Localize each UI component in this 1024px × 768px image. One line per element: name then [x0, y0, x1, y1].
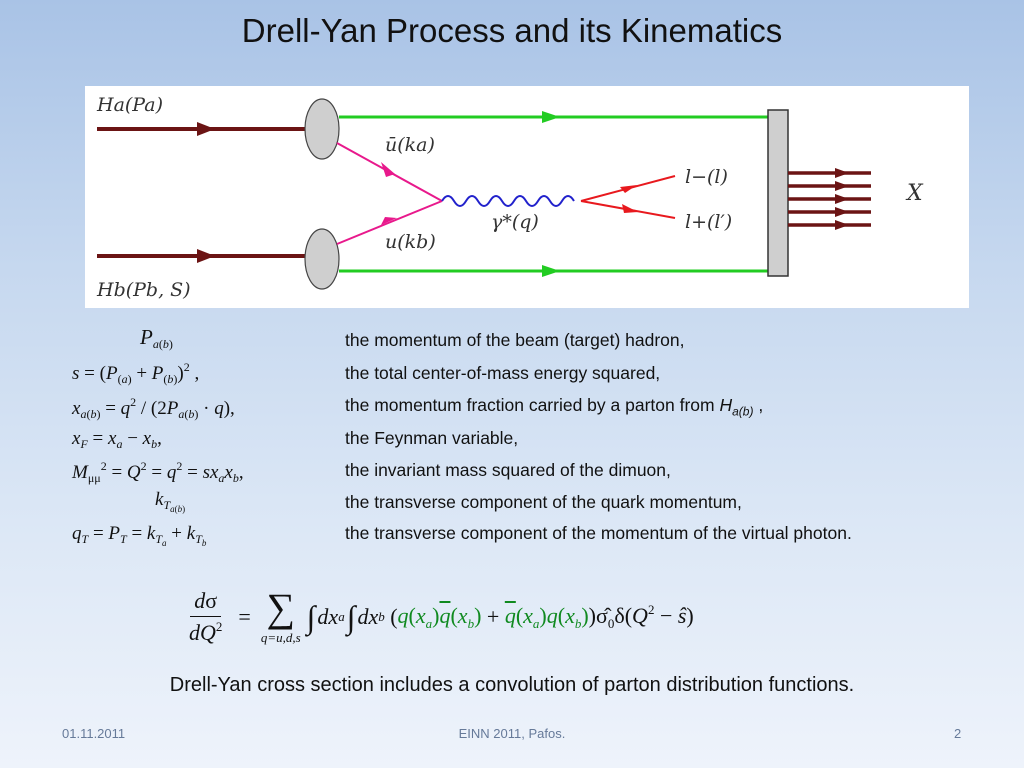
antiquark-label: ū(ka)	[385, 134, 435, 156]
dsigma-fraction: dσ dQ2	[189, 588, 223, 645]
desc-x: the momentum fraction carried by a parto…	[345, 395, 764, 419]
desc-s: the total center-of-mass energy squared,	[345, 363, 661, 383]
spectator-a-line	[339, 111, 768, 123]
desc-xf: the Feynman variable,	[345, 428, 519, 448]
pdf-term-2: q(xa)q(xb)	[504, 602, 589, 631]
formula-x: xa(b) = q2 / (2Pa(b) · q),	[72, 395, 235, 421]
desc-mass: the invariant mass squared of the dimuon…	[345, 460, 671, 480]
formula-mass: Mμμ2 = Q2 = q2 = sxaxb,	[72, 459, 244, 485]
desc-x-text: the momentum fraction carried by a parto…	[345, 395, 720, 415]
formula-xf: xF = xa − xb,	[72, 428, 162, 451]
hadron-b-label: Hb(Pb, S)	[96, 279, 191, 301]
footer-page-number: 2	[954, 726, 962, 741]
spectator-b-line	[339, 265, 768, 277]
sum-symbol: ∑ q=u,d,s	[260, 585, 301, 646]
formula-qt: qT = PT = kTa + kTb	[72, 523, 207, 548]
hadron-b-blob	[304, 228, 340, 290]
lepton-minus-line	[580, 175, 676, 202]
formula-momentum: Pa(b)	[140, 325, 173, 351]
feynman-diagram: Ha(Pa) Hb(Pb, S) ū(ka) u(kb) γ*(q) l−(l)…	[85, 86, 969, 308]
photon-label: γ*(q)	[491, 211, 539, 233]
quark-line	[336, 200, 443, 245]
footer-event: EINN 2011, Pafos.	[458, 726, 566, 741]
pdf-term-1: q(xa)q(xb)	[397, 602, 482, 631]
final-state-box	[767, 109, 789, 277]
antiquark-line	[336, 142, 443, 202]
desc-kt: the transverse component of the quark mo…	[345, 492, 742, 512]
hadron-b-line	[97, 249, 307, 263]
lepton-plus-label: l+(l′)	[685, 211, 732, 233]
lepton-plus-line	[580, 200, 676, 219]
hadron-a-label: Ha(Pa)	[96, 94, 163, 116]
desc-momentum: the momentum of the beam (target) hadron…	[345, 330, 685, 350]
photon-line	[441, 195, 575, 207]
cross-section-caption: Drell-Yan cross section includes a convo…	[169, 674, 855, 696]
footer-date: 01.11.2011	[62, 726, 126, 741]
slide-title: Drell-Yan Process and its Kinematics	[241, 12, 783, 49]
desc-qt: the transverse component of the momentum…	[345, 523, 852, 543]
remnant-lines	[788, 171, 871, 227]
formula-s: s = (P(a) + P(b))2 ,	[72, 360, 200, 386]
hadron-a-blob	[304, 98, 340, 160]
quark-label: u(kb)	[385, 231, 436, 253]
formula-kt: kTa(b)	[155, 489, 186, 514]
lepton-minus-label: l−(l)	[685, 166, 728, 188]
hadron-a-line	[97, 122, 307, 136]
desc-x-hadron: Ha(b)	[719, 395, 754, 419]
remnant-label: X	[905, 181, 924, 206]
